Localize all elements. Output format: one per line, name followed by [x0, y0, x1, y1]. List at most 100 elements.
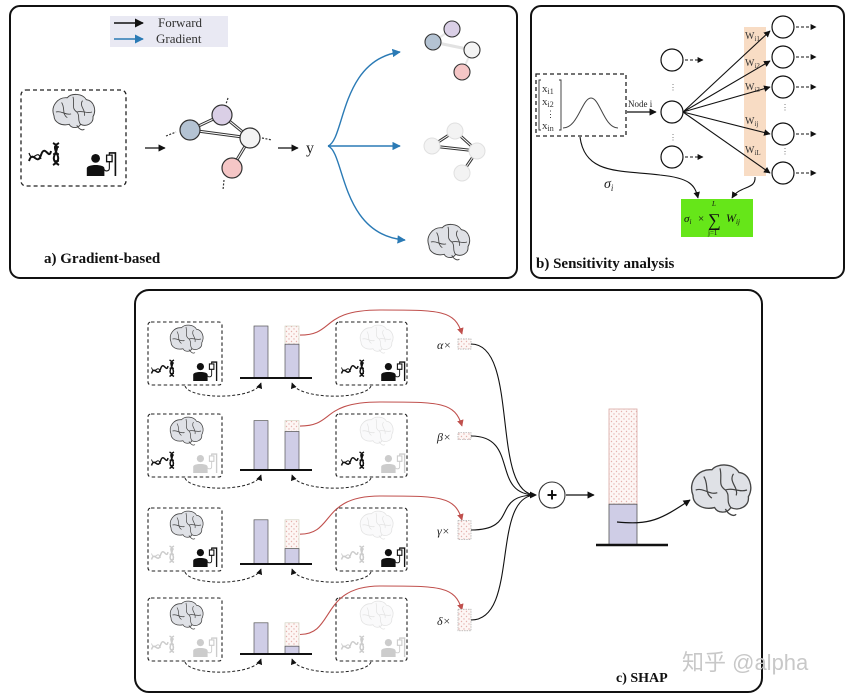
panel-b-title: b) Sensitivity analysis — [536, 256, 675, 272]
weight-label-i1: Wi1 — [745, 31, 760, 43]
svg-text:⋮: ⋮ — [781, 147, 789, 156]
reduced-coalition-bar — [284, 548, 300, 565]
masked-value-arrow — [290, 382, 372, 397]
masked-value-arrow — [290, 568, 372, 583]
panel-gradient-based: Forward Gradient y — [9, 5, 518, 279]
marginal-contribution-bar — [284, 519, 300, 549]
formula-sum: ∑ — [708, 210, 721, 230]
weighted-contribution — [457, 520, 472, 540]
svg-text:⋮: ⋮ — [781, 103, 789, 112]
reduced-coalition-bar — [284, 431, 300, 471]
coalition-value-arrow — [184, 568, 263, 583]
formula-lower: j=1 — [707, 229, 718, 237]
weighted-contribution — [457, 338, 472, 350]
sigma-label: σi — [604, 177, 614, 193]
aggregation-curve — [470, 343, 537, 499]
input-x-in: xin — [542, 120, 554, 133]
sum-symbol: + — [547, 485, 558, 505]
panel-sensitivity-analysis: xi1 xi2 ⋮ xin Node i ⋮ ⋮ Wi1Wi2Wi3WijWiL… — [530, 5, 845, 279]
shapley-weight-label: γ× — [437, 524, 450, 538]
watermark: 知乎 @alpha — [682, 650, 809, 675]
input-distribution-box — [535, 73, 627, 137]
input-ellipsis: ⋮ — [546, 109, 555, 119]
weight-edge — [682, 111, 771, 136]
formula-upper: L — [711, 200, 716, 208]
weight-label-i3: Wi3 — [745, 82, 760, 94]
formula-w: Wij — [726, 211, 740, 226]
output-node — [771, 15, 795, 39]
panel-c-title: c) SHAP — [616, 671, 668, 686]
aggregation-curve — [470, 491, 537, 531]
full-coalition-bar — [253, 622, 269, 655]
legend-gradient-label: Gradient — [156, 31, 202, 46]
masked-value-arrow — [290, 474, 372, 489]
weighted-contribution — [457, 608, 472, 632]
final-prediction-bar — [608, 408, 638, 546]
sigma-arrow — [579, 136, 700, 199]
formula-times: × — [698, 213, 704, 225]
panel-a-frame — [9, 5, 518, 279]
panel-b-frame — [530, 5, 845, 279]
coalition-box — [147, 321, 223, 386]
node-saliency-graph — [424, 20, 481, 81]
marginal-contribution-bar — [284, 420, 300, 432]
legend-box — [110, 16, 228, 47]
coalition-value-arrow — [184, 658, 263, 673]
contribution-arrow — [299, 495, 464, 535]
weight-edge — [682, 60, 771, 113]
node-i-label: Node i — [628, 99, 653, 109]
aggregation-curve — [470, 435, 537, 499]
shap-row: β× — [147, 401, 537, 499]
svg-text:⋮: ⋮ — [669, 133, 677, 142]
shap-row: α× — [147, 309, 537, 499]
sensitivity-formula-box — [681, 199, 753, 237]
shapley-weight-label: β× — [436, 430, 451, 444]
input-x-i2: xi2 — [542, 96, 554, 109]
weight-label-i2: Wi2 — [745, 58, 760, 70]
sum-node — [538, 481, 566, 509]
contribution-arrow — [299, 401, 464, 427]
masked-coalition-box — [335, 321, 408, 386]
graph-model — [165, 97, 273, 191]
final-base-segment — [608, 503, 638, 546]
weight-edge — [682, 30, 771, 113]
hidden-node — [660, 145, 684, 169]
weight-band — [744, 27, 766, 176]
masked-coalition-box — [335, 507, 408, 572]
edge-saliency-graph — [423, 122, 486, 182]
graph-node — [221, 157, 243, 179]
weights-arrow — [731, 176, 756, 199]
graph-node — [179, 119, 201, 141]
masked-coalition-box — [335, 597, 408, 662]
output-node — [771, 75, 795, 99]
weight-label-ij: Wij — [745, 116, 758, 128]
shap-row: γ× — [147, 491, 537, 583]
full-coalition-bar — [253, 519, 269, 565]
coalition-value-arrow — [184, 382, 263, 397]
output-node — [771, 161, 795, 185]
weight-edge — [682, 85, 771, 113]
coalition-value-arrow — [184, 474, 263, 489]
reduced-coalition-bar — [284, 343, 300, 379]
masked-coalition-box — [335, 413, 408, 478]
coalition-box — [147, 413, 223, 478]
final-contribution-segment — [608, 408, 638, 505]
prediction-arrow — [616, 499, 691, 524]
legend-forward-label: Forward — [158, 15, 203, 30]
marginal-contribution-bar — [284, 622, 300, 647]
hidden-node — [660, 48, 684, 72]
panel-shap: α×β×γ×δ× + c) SHAP — [134, 289, 763, 693]
contribution-arrow — [299, 585, 464, 636]
full-coalition-bar — [253, 420, 269, 471]
weight-edge — [682, 111, 771, 174]
coalition-box — [147, 597, 223, 662]
shapley-weight-label: α× — [437, 338, 451, 352]
gaussian-curve — [562, 97, 619, 129]
formula-sigma: σi — [684, 213, 691, 226]
panel-c-frame — [134, 289, 763, 693]
graph-node — [239, 127, 261, 149]
coalition-box — [147, 507, 223, 572]
svg-text:⋮: ⋮ — [669, 83, 677, 92]
